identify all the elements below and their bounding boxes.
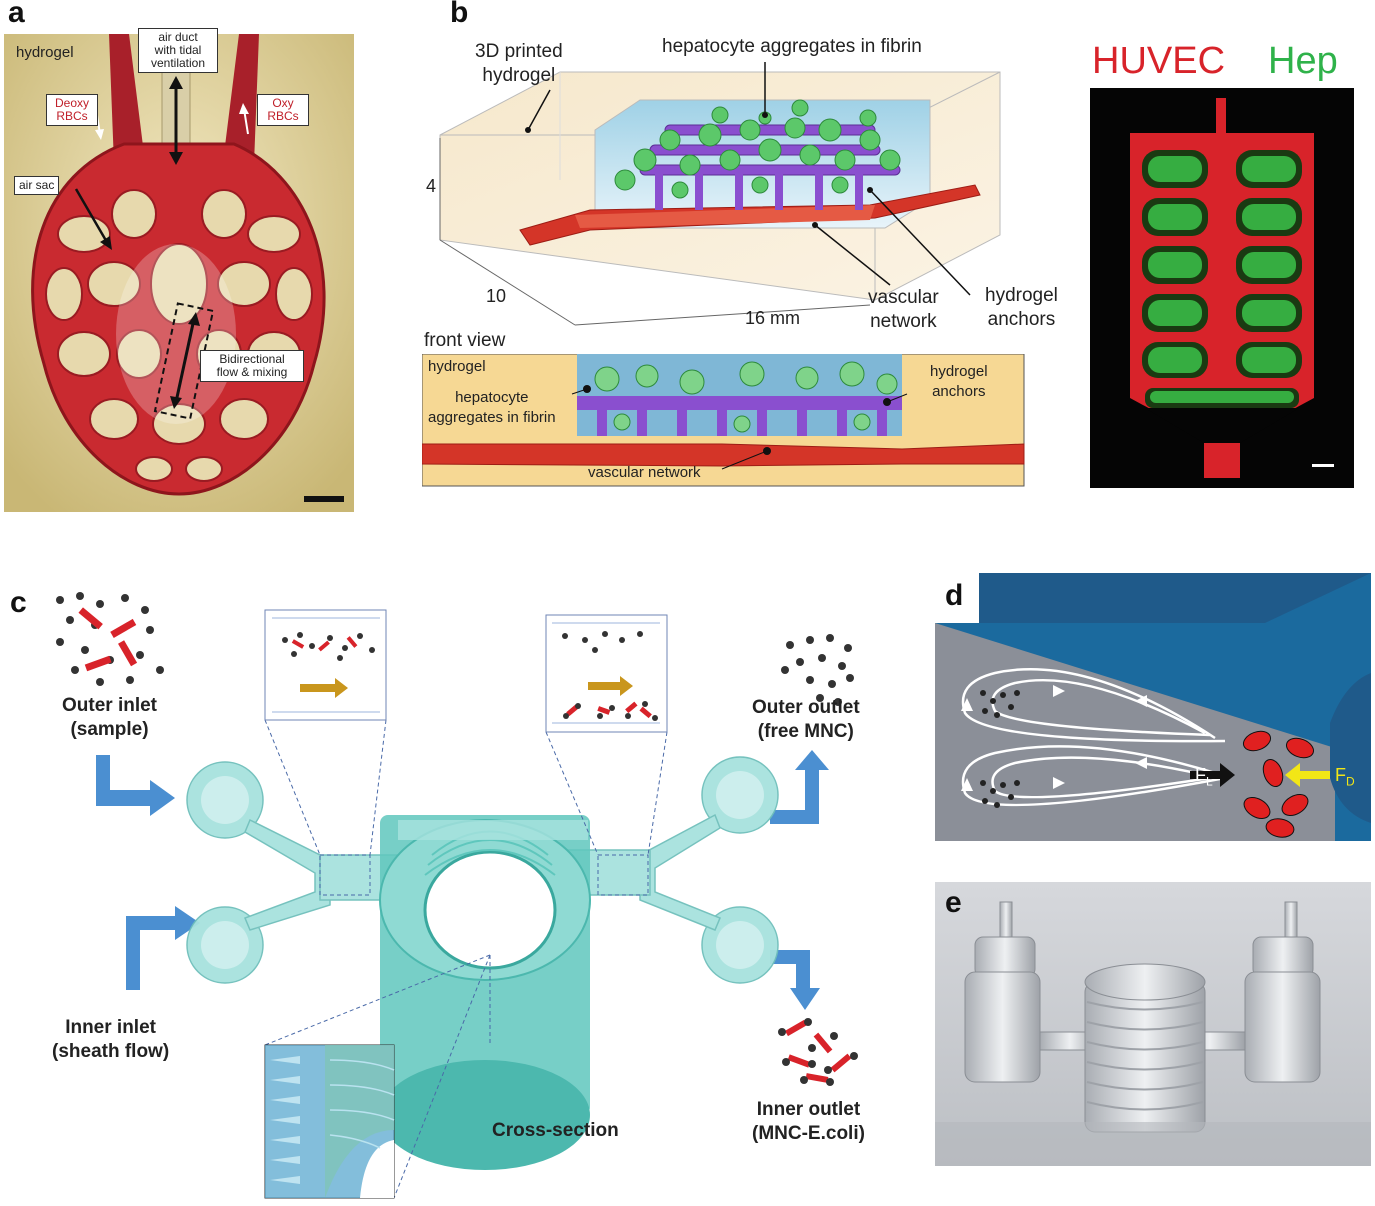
panel-b-front-view <box>422 354 1025 487</box>
panel-b-hep-legend: Hep <box>1268 40 1338 82</box>
panel-b-huvec-label: HUVEC <box>1092 40 1226 82</box>
panel-c-letter: c <box>10 586 27 619</box>
panel-b-dim-16: 16 mm <box>745 308 801 328</box>
panel-c-inner-outlet-label: Inner outlet(MNC-E.coli) <box>752 1099 865 1144</box>
panel-d-fl-label: FL <box>1195 765 1213 789</box>
panel-d: d FL FD <box>935 573 1371 841</box>
panel-b-fv-vascular: vascular network <box>588 464 701 481</box>
panel-b-dim-4: 4 <box>426 176 437 196</box>
panel-b-front-view-label: front view <box>424 330 506 351</box>
panel-e-letter: e <box>945 886 962 919</box>
panel-e: e <box>935 882 1371 1166</box>
panel-e-photo <box>935 882 1371 1166</box>
panel-a-hydrogel-label: hydrogel <box>16 44 74 61</box>
panel-d-fd-label: FD <box>1335 765 1355 789</box>
panel-d-diagram <box>935 573 1371 841</box>
panel-b-fv-hydrogel: hydrogel <box>428 358 486 375</box>
panel-c-outer-outlet-label: Outer outlet(free MNC) <box>752 697 860 742</box>
panel-d-letter: d <box>945 579 964 612</box>
panel-c-inner-inlet-label: Inner inlet(sheath flow) <box>52 1017 170 1062</box>
panel-b-hep-label: hepatocyte aggregates in fibrin <box>662 36 922 57</box>
panel-c-outer-inlet-label: Outer inlet(sample) <box>62 695 158 740</box>
panel-b-fluorescence-image <box>1090 88 1354 488</box>
panel-a-letter: a <box>8 0 25 29</box>
panel-d-letter-box <box>935 573 979 623</box>
panel-a-air-sac-label: air sac <box>14 176 60 195</box>
panel-c-chip-diagram <box>56 592 858 1199</box>
panel-c-cross-section-label: Cross-section <box>492 1120 619 1141</box>
panel-b-dim-10: 10 <box>486 286 507 306</box>
panel-b-letter: b <box>450 0 469 29</box>
panel-c: c <box>0 570 920 1206</box>
panel-b-3d-diagram <box>439 62 1001 326</box>
